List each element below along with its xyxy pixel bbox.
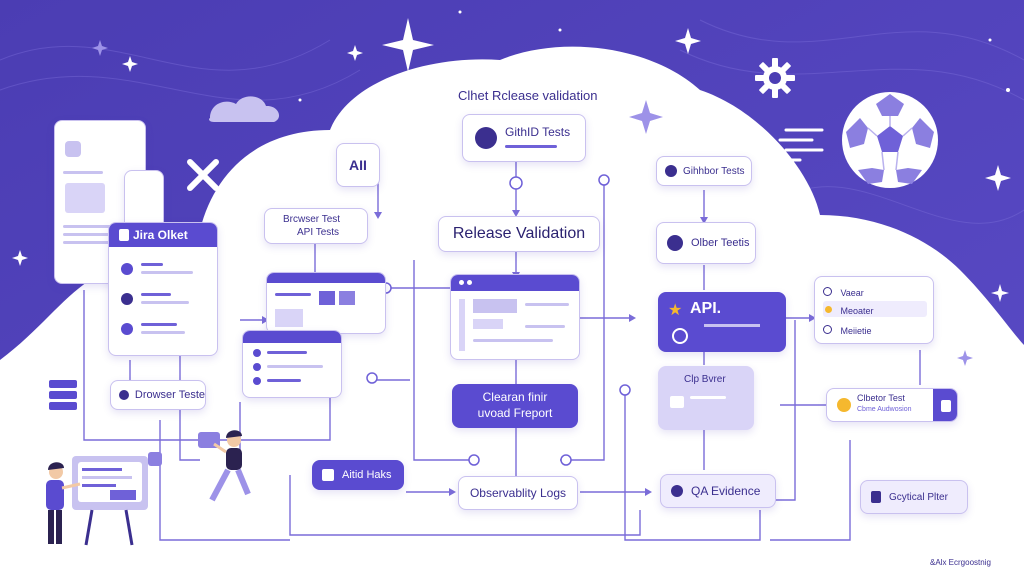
- browser-preview-card: [266, 272, 386, 334]
- artifacts-label: Aitid Haks: [342, 469, 392, 481]
- artifacts-node[interactable]: Aitid Haks: [312, 460, 404, 490]
- github-tests-right-node[interactable]: Gihhbor Tests: [656, 156, 752, 186]
- gear-icon: [755, 58, 795, 98]
- stack-badge-label: AII: [349, 157, 367, 173]
- browser-tests-node[interactable]: Drowser Teste: [110, 380, 206, 410]
- github-icon: [665, 165, 677, 177]
- browser-api-tests-card[interactable]: Brcwser Test API Tests: [264, 208, 368, 244]
- browser-api-line1: Brcwser Test: [283, 214, 341, 225]
- star-icon: ★: [668, 302, 683, 319]
- other-tests-label: Olber Teetis: [691, 237, 750, 249]
- soccer-ball-icon: [842, 92, 938, 188]
- list-item: Meiietie: [840, 326, 872, 336]
- github-tests-card[interactable]: GithID Tests: [462, 114, 586, 162]
- critical-filter-node[interactable]: Gcytical Plter: [860, 480, 968, 514]
- browser-icon: [119, 390, 129, 400]
- connector-lines: [83, 160, 921, 541]
- filter-icon: [871, 491, 881, 503]
- evidence-icon: [671, 485, 683, 497]
- release-validation-label: Release Validation: [452, 225, 586, 242]
- report-button[interactable]: Clearan finir uvoad Freport: [452, 384, 578, 428]
- report-line2: uvoad Freport: [477, 406, 553, 420]
- pencil-icon: [322, 469, 334, 481]
- api-card[interactable]: ★ API.: [658, 292, 786, 352]
- person-illustration-left: [46, 452, 162, 546]
- close-icon: [187, 159, 219, 191]
- stack-icon: [49, 380, 77, 410]
- menu-lines-icon: [778, 128, 824, 162]
- footer-brand: &Alx Ecrgoostnig: [930, 558, 991, 567]
- list-item: Meoater: [840, 306, 874, 316]
- observability-label: Observablity Logs: [469, 486, 567, 500]
- report-line1: Clearan finir: [482, 390, 548, 404]
- shield-icon: [667, 235, 683, 251]
- arrow-heads: [262, 210, 816, 496]
- delete-icon[interactable]: [941, 400, 951, 412]
- sidebar-test-title: Clbetor Test: [857, 393, 905, 403]
- api-label: API.: [690, 300, 722, 317]
- avatar: [475, 127, 497, 149]
- browser-tests-label: Drowser Teste: [134, 389, 205, 401]
- test-list-card: [242, 330, 342, 398]
- github-tests-label: GithID Tests: [505, 125, 571, 139]
- stack-badge[interactable]: AII: [336, 143, 380, 187]
- sparkle-icon: [12, 10, 1011, 302]
- qa-evidence-node[interactable]: QA Evidence: [660, 474, 776, 508]
- avatar: [837, 398, 851, 412]
- diagram-title: Clhet Rclease validation: [458, 88, 598, 103]
- jira-card-title: Jira Olket: [133, 228, 188, 242]
- list-item: Vaear: [840, 288, 864, 298]
- status-dot-3: [823, 325, 832, 335]
- jira-icon: [119, 229, 129, 241]
- other-tests-node[interactable]: Olber Teetis: [656, 222, 756, 264]
- status-dot-1: [823, 287, 832, 297]
- observability-logs-node[interactable]: Observablity Logs: [458, 476, 578, 510]
- critical-filter-label: Gcytical Plter: [889, 491, 948, 503]
- cip-card[interactable]: Clp Bvrer: [658, 366, 754, 430]
- sidebar-test-sub: Cbme Audwosion: [857, 406, 912, 413]
- center-window: [450, 274, 580, 360]
- jira-card[interactable]: Jira Olket: [108, 222, 218, 356]
- status-dot-2: [825, 306, 832, 314]
- refresh-icon: [672, 328, 688, 344]
- cloud-icon: [209, 96, 280, 122]
- release-validation-node[interactable]: Release Validation: [438, 216, 600, 252]
- document-card-mid: [124, 170, 164, 230]
- person-illustration-right: [198, 430, 251, 502]
- qa-evidence-label: QA Evidence: [691, 484, 761, 498]
- sparkle-icon-soft: [92, 40, 973, 366]
- sidebar-test-card[interactable]: Clbetor Test Cbme Audwosion: [826, 388, 958, 422]
- browser-api-line2: API Tests: [297, 227, 340, 238]
- status-list-card: Vaear Meoater Meiietie: [814, 276, 934, 344]
- github-tests-right-label: Gihhbor Tests: [683, 165, 745, 177]
- cip-label: Clp Bvrer: [684, 374, 726, 385]
